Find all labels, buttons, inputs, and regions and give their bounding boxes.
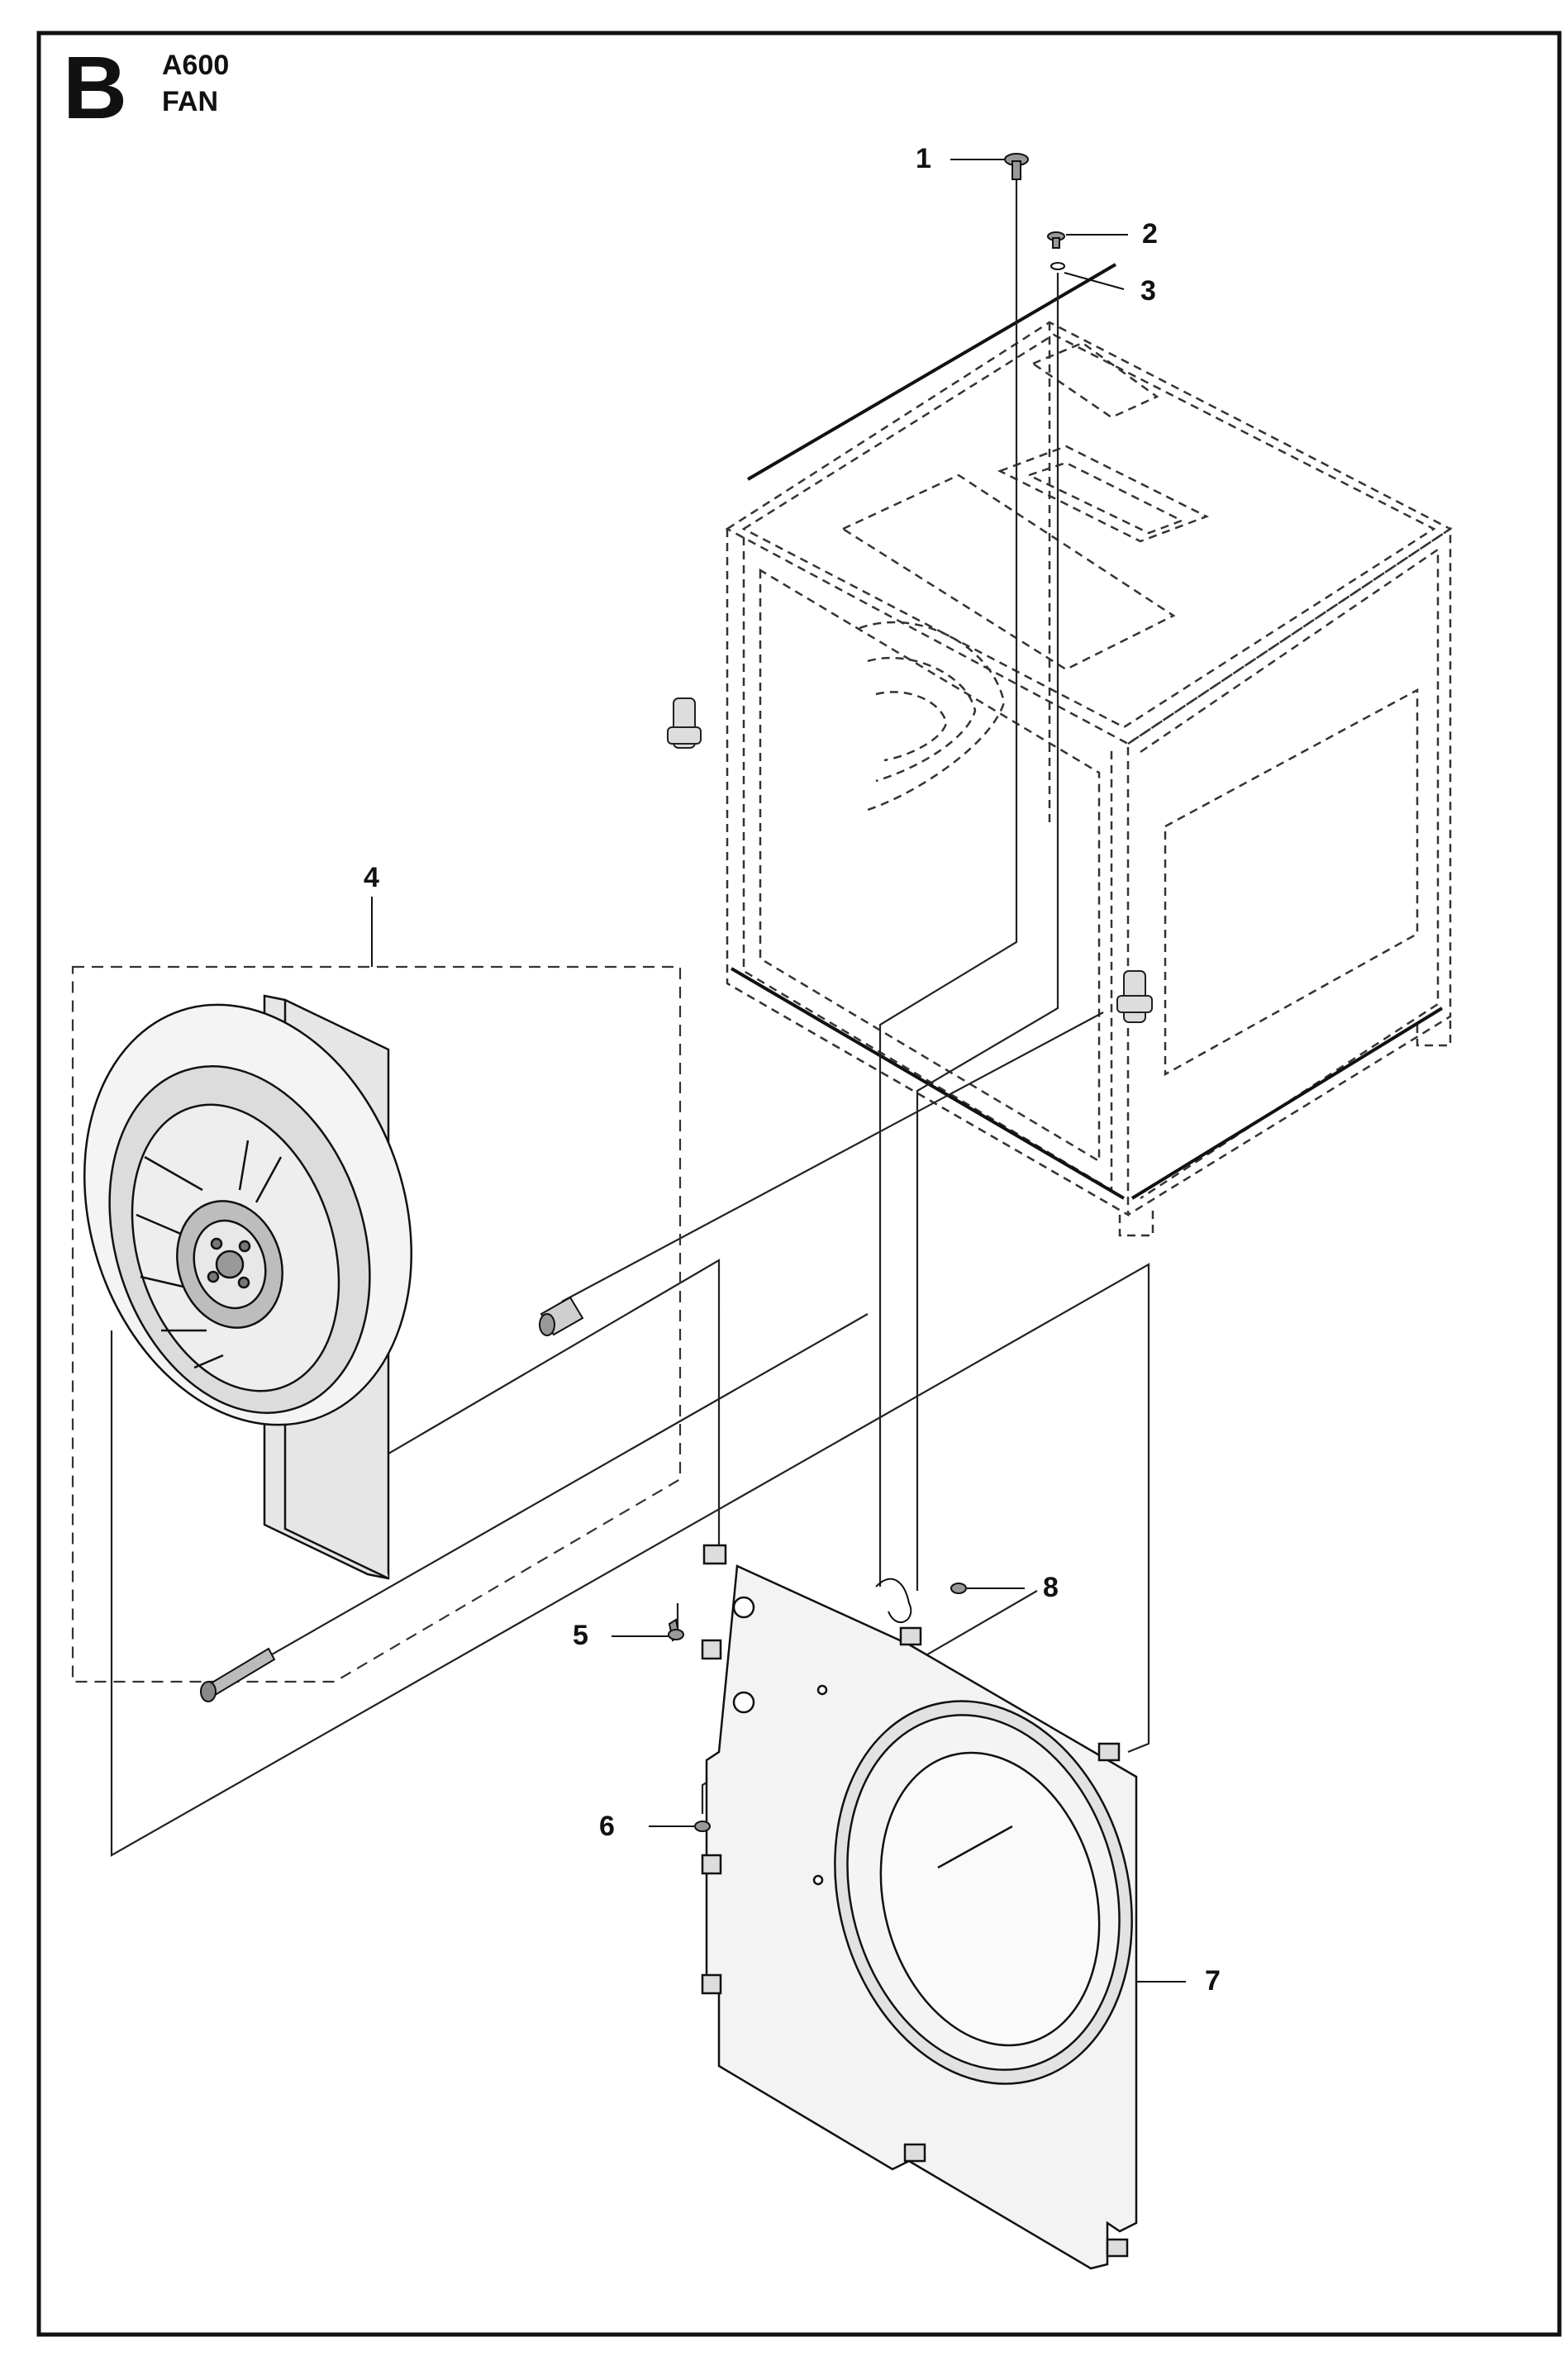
cabinet-housing <box>725 321 1453 1237</box>
callout-2: 2 <box>1142 218 1158 250</box>
callout-1: 1 <box>916 143 931 174</box>
washer-item-3 <box>1050 262 1065 270</box>
callout-leaders <box>371 159 1186 1983</box>
callout-6: 6 <box>599 1811 615 1842</box>
assembly-name: FAN <box>162 86 218 117</box>
page-border <box>36 31 1562 2337</box>
fan-plate <box>701 1544 1138 2270</box>
screw-item-2 <box>1047 231 1065 249</box>
cabinet-latch-left <box>667 697 702 749</box>
section-letter: B <box>63 37 127 137</box>
fan-assembly-group-box <box>71 965 682 1683</box>
assembly-leader-lines <box>110 178 1150 1857</box>
fan-impeller <box>83 1003 413 1426</box>
screw-item-6 <box>694 1821 711 1832</box>
fan-spacer <box>539 1296 584 1336</box>
cabinet-latch-right <box>1116 970 1153 1023</box>
callout-7: 7 <box>1205 1965 1221 1997</box>
screw-item-1 <box>1004 153 1029 180</box>
callout-8: 8 <box>1043 1572 1059 1603</box>
screw-item-5 <box>668 1618 684 1642</box>
callout-4: 4 <box>364 862 379 893</box>
callout-3: 3 <box>1140 275 1156 307</box>
model-name: A600 <box>162 50 230 81</box>
cabinet-base-edges <box>730 263 1444 1200</box>
callout-5: 5 <box>573 1620 588 1651</box>
fan-screw <box>200 1647 276 1702</box>
grommet-item-8 <box>875 1578 967 1623</box>
